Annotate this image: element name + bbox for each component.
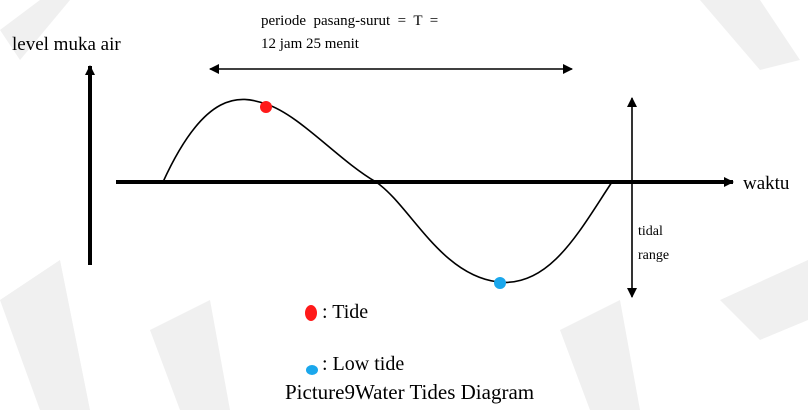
x-axis-label: waktu xyxy=(743,173,790,194)
legend-low-tide-dot xyxy=(306,365,318,375)
high-tide-marker xyxy=(260,101,272,113)
figure-caption: Picture9Water Tides Diagram xyxy=(285,380,534,404)
legend-high-tide-label: : Tide xyxy=(322,301,368,323)
period-label-line1: periode pasang-surut = T = xyxy=(261,13,438,29)
legend-low-tide-label: : Low tide xyxy=(322,353,404,375)
low-tide-marker xyxy=(494,277,506,289)
tide-curve xyxy=(162,98,613,284)
legend-high-tide-dot xyxy=(305,305,317,321)
period-label-line2: 12 jam 25 menit xyxy=(261,36,360,52)
y-axis-label: level muka air xyxy=(12,34,121,55)
tidal-range-label-line2: range xyxy=(638,248,669,263)
tidal-range-label-line1: tidal xyxy=(638,224,663,239)
